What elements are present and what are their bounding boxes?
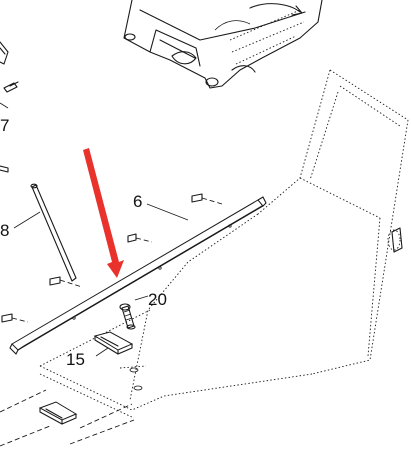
bolt-rail-1 [49,276,83,288]
clip-lower [38,401,78,425]
callout-8: 8 [0,221,9,240]
rail-bar [9,196,267,355]
upper-mechanism-assembly [123,0,323,89]
callout-15: 15 [66,350,85,369]
bolt-rail-4 [191,193,223,205]
bolt-upper-left [3,81,19,93]
clip-upper [93,331,134,355]
leader-line-20 [134,295,149,301]
bolt-rail-2 [1,313,29,323]
leader-line-15 [95,347,109,357]
leader-line-8 [13,211,41,229]
long-rod [30,183,77,282]
callout-6: 6 [133,192,142,211]
callout-7: 7 [0,116,9,135]
callout-20: 20 [148,290,167,309]
bolt-rail-3 [127,233,153,243]
red-arrow-indicator [83,148,124,278]
housing-tray [39,69,409,419]
screw [119,303,136,330]
dashed-extension-lines [0,389,135,447]
bolt-mid-left [0,165,9,173]
leader-line-7 [0,102,9,109]
leader-line-6 [146,203,189,221]
left-edge-part [0,41,9,65]
